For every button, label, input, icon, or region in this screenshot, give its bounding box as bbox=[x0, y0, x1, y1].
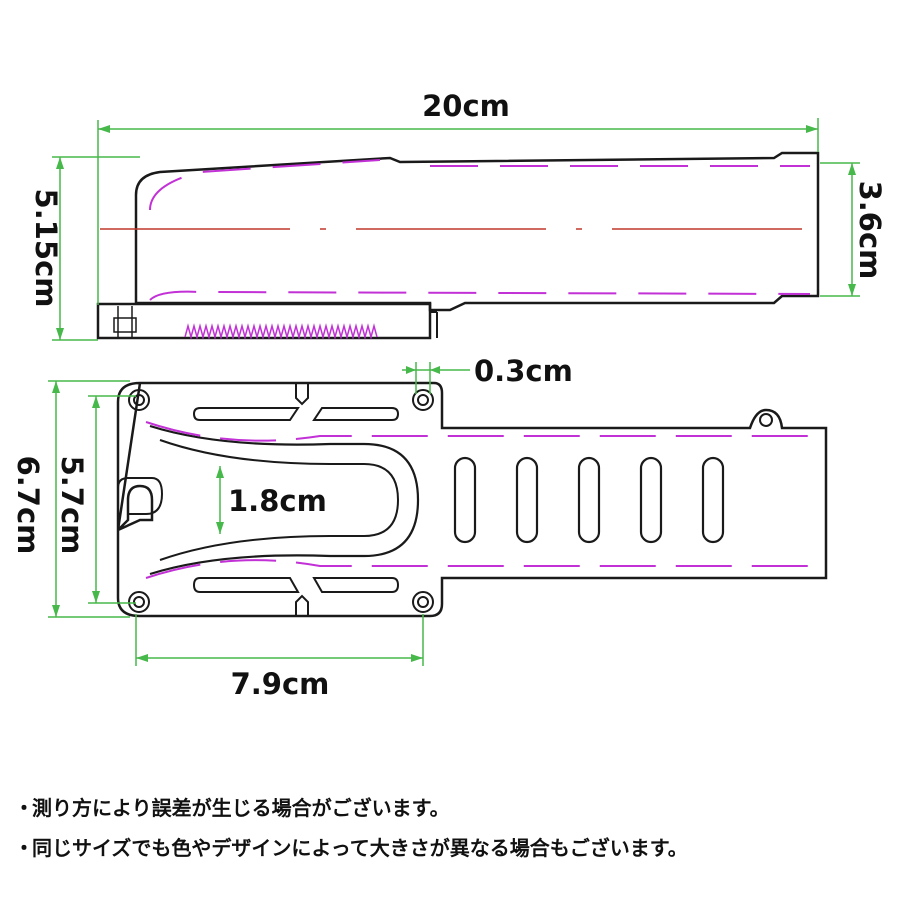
side-base-plate bbox=[96, 302, 432, 340]
top-lower-slot-right bbox=[312, 577, 400, 593]
side-hidden-bottom bbox=[149, 290, 811, 301]
top-view bbox=[116, 381, 828, 618]
top-screw-tl bbox=[128, 389, 150, 411]
side-hidden-top bbox=[149, 159, 810, 211]
top-center-notch bbox=[117, 477, 164, 515]
label-20cm: 20cm bbox=[422, 89, 510, 123]
note-2-text: 同じサイズでも色やデザインによって大きさが異なる場合もございます。 bbox=[32, 836, 688, 860]
top-vent-slot-4 bbox=[639, 456, 663, 544]
top-screw-tr bbox=[412, 389, 434, 411]
side-dimensions bbox=[52, 118, 860, 341]
label-5-7cm: 5.7cm bbox=[55, 456, 89, 555]
note-1-text: 測り方により誤差が生じる場合がございます。 bbox=[32, 796, 450, 820]
label-0-3cm: 0.3cm bbox=[474, 354, 573, 388]
note-1: ・測り方により誤差が生じる場合がございます。 bbox=[14, 788, 894, 828]
side-screw bbox=[113, 306, 137, 338]
top-dimensions bbox=[48, 362, 470, 666]
top-screw-bl bbox=[128, 591, 150, 613]
top-vent-slot-5 bbox=[701, 456, 725, 544]
top-tail-ring bbox=[759, 413, 773, 427]
label-1-8cm: 1.8cm bbox=[228, 484, 327, 518]
side-view bbox=[96, 151, 830, 340]
top-lower-slot-left bbox=[192, 577, 300, 593]
label-7-9cm: 7.9cm bbox=[231, 667, 330, 701]
top-upper-notch-left bbox=[295, 383, 309, 406]
side-grip-serration bbox=[184, 323, 378, 340]
label-3-6cm: 3.6cm bbox=[853, 181, 887, 280]
top-vent-slot-3 bbox=[577, 456, 601, 544]
top-vent-slot-1 bbox=[453, 456, 477, 544]
bullet-icon: ・ bbox=[14, 796, 34, 820]
top-hidden-upper bbox=[145, 421, 826, 442]
bullet-icon: ・ bbox=[14, 836, 34, 860]
side-body-outline bbox=[134, 151, 820, 312]
note-2: ・同じサイズでも色やデザインによって大きさが異なる場合もございます。 bbox=[14, 828, 894, 868]
top-u-channel-inner bbox=[159, 439, 400, 561]
top-upper-slot-right bbox=[312, 407, 400, 421]
top-body-outline bbox=[116, 381, 828, 618]
label-6-7cm: 6.7cm bbox=[11, 456, 45, 555]
top-u-channel-outer bbox=[149, 424, 420, 576]
top-lower-notch-left bbox=[295, 594, 309, 616]
top-vent-slot-2 bbox=[515, 456, 539, 544]
label-5-15cm: 5.15cm bbox=[29, 189, 63, 308]
top-screw-br bbox=[412, 591, 434, 613]
notes: ・測り方により誤差が生じる場合がございます。 ・同じサイズでも色やデザインによっ… bbox=[14, 788, 894, 868]
top-hidden-lower bbox=[145, 559, 826, 579]
top-upper-slot-left bbox=[192, 407, 300, 421]
